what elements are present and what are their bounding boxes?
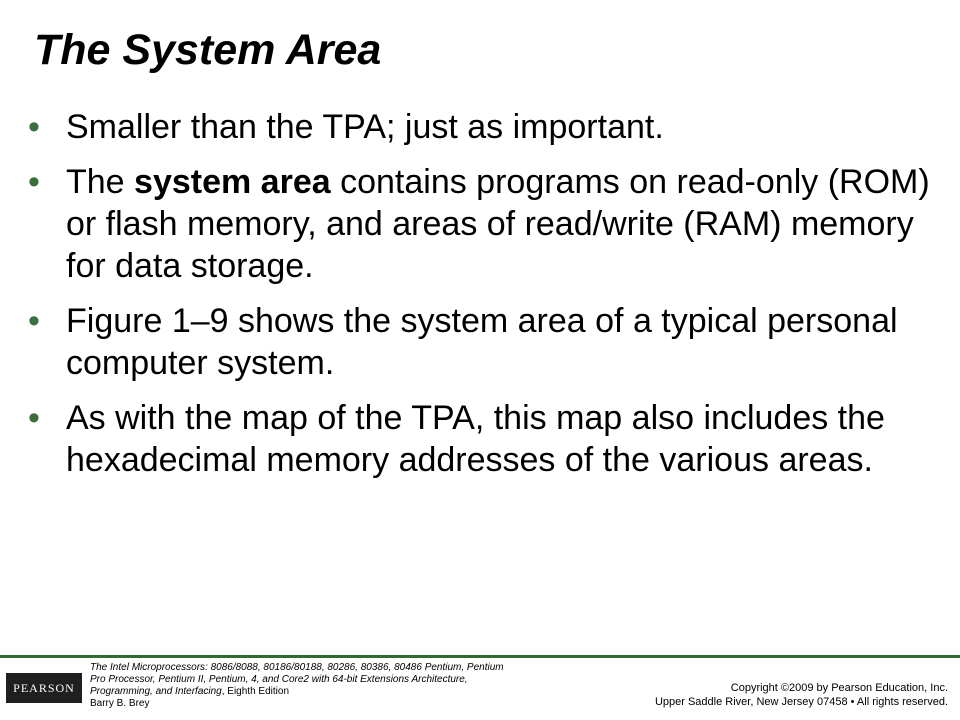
logo-text: PEARSON: [13, 680, 75, 695]
bullet-text-before: The: [66, 163, 135, 201]
pearson-logo: PEARSON: [6, 673, 82, 703]
bullet-list: • Smaller than the TPA; just as importan…: [28, 106, 948, 494]
bullet-icon: •: [28, 399, 40, 437]
book-author: Barry B. Brey: [90, 698, 150, 709]
bullet-item: • Smaller than the TPA; just as importan…: [28, 106, 948, 148]
bullet-text: As with the map of the TPA, this map als…: [66, 399, 885, 479]
footer-divider: [0, 655, 960, 658]
book-credit: The Intel Microprocessors: 8086/8088, 80…: [90, 662, 520, 710]
bullet-text-after: contains programs on read-only (ROM) or …: [66, 163, 930, 285]
book-edition: , Eighth Edition: [221, 686, 289, 697]
copyright-notice: Copyright ©2009 by Pearson Education, In…: [528, 681, 948, 709]
bullet-text: Smaller than the TPA; just as important.: [66, 108, 664, 146]
bullet-text: Figure 1–9 shows the system area of a ty…: [66, 302, 898, 382]
bullet-bold-term: system area: [134, 163, 331, 201]
bullet-item: • As with the map of the TPA, this map a…: [28, 397, 948, 481]
book-title: The Intel Microprocessors: 8086/8088, 80…: [90, 662, 504, 697]
bullet-icon: •: [28, 163, 40, 201]
bullet-item: • Figure 1–9 shows the system area of a …: [28, 300, 948, 384]
copyright-line-2: Upper Saddle River, New Jersey 07458 • A…: [654, 696, 948, 708]
slide-title: The System Area: [34, 26, 382, 74]
bullet-icon: •: [28, 302, 40, 340]
bullet-item: • The system area contains programs on r…: [28, 161, 948, 287]
bullet-icon: •: [28, 108, 40, 146]
copyright-line-1: Copyright ©2009 by Pearson Education, In…: [730, 682, 948, 694]
